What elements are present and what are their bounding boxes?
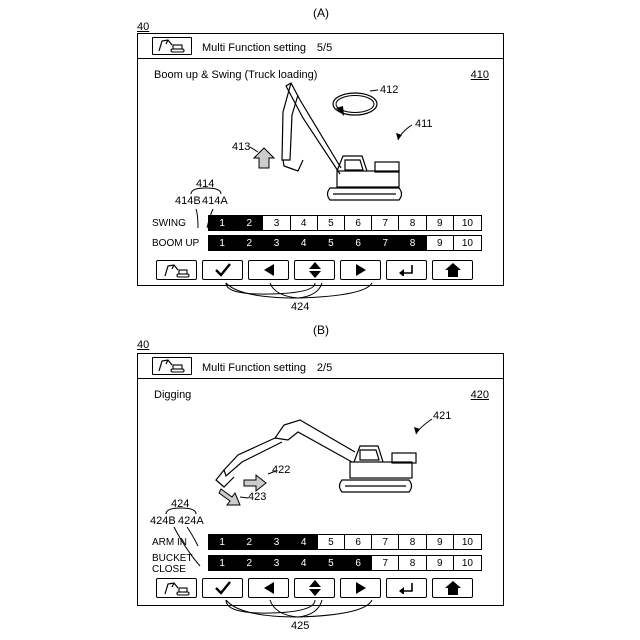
level-cell[interactable]: 5 <box>318 556 345 570</box>
row-label-arm-in: ARM IN <box>152 537 187 548</box>
home-icon <box>445 581 461 595</box>
level-cell[interactable]: 4 <box>291 535 318 549</box>
ref-424b: 424B <box>150 515 176 527</box>
arrow-left-icon <box>263 582 275 594</box>
ref-424: 424 <box>171 498 189 510</box>
level-cell[interactable]: 10 <box>454 556 481 570</box>
level-cell[interactable]: 3 <box>263 535 290 549</box>
check-button[interactable] <box>202 578 243 598</box>
ref-424a: 424A <box>178 515 204 527</box>
level-cell[interactable]: 9 <box>427 535 454 549</box>
ref-422: 422 <box>272 464 290 476</box>
up-down-button[interactable] <box>294 578 335 598</box>
arrow-left-button[interactable] <box>248 578 289 598</box>
level-cell[interactable]: 2 <box>236 556 263 570</box>
ref-425-nav: 425 <box>291 620 309 632</box>
return-button[interactable] <box>386 578 427 598</box>
panel-b-navbar <box>156 578 473 598</box>
return-icon <box>398 582 416 594</box>
arm-in-arrow <box>244 475 266 491</box>
ref-423: 423 <box>248 491 266 503</box>
row-label-bucket-close-line1: BUCKET <box>152 553 193 564</box>
home-button[interactable] <box>432 578 473 598</box>
level-cell[interactable]: 1 <box>209 556 236 570</box>
arrow-right-button[interactable] <box>340 578 381 598</box>
level-cell[interactable]: 9 <box>427 556 454 570</box>
level-cell[interactable]: 2 <box>236 535 263 549</box>
check-icon <box>215 581 231 595</box>
ref-421: 421 <box>433 410 451 422</box>
level-cell[interactable]: 8 <box>399 556 426 570</box>
arrow-right-icon <box>355 582 367 594</box>
level-cell[interactable]: 6 <box>345 556 372 570</box>
arm-in-level-grid[interactable]: 12345678910 <box>208 534 482 550</box>
level-cell[interactable]: 8 <box>399 535 426 549</box>
bucket-close-arrow <box>219 489 240 505</box>
level-cell[interactable]: 5 <box>318 535 345 549</box>
level-cell[interactable]: 7 <box>372 535 399 549</box>
bucket-close-level-grid[interactable]: 12345678910 <box>208 555 482 571</box>
up-down-icon <box>309 580 321 596</box>
level-cell[interactable]: 6 <box>345 535 372 549</box>
excavator-icon <box>160 581 194 596</box>
level-cell[interactable]: 7 <box>372 556 399 570</box>
level-cell[interactable]: 10 <box>454 535 481 549</box>
excavator-button[interactable] <box>156 578 197 598</box>
level-cell[interactable]: 1 <box>209 535 236 549</box>
row-label-bucket-close-line2: CLOSE <box>152 564 186 575</box>
level-cell[interactable]: 4 <box>291 556 318 570</box>
level-cell[interactable]: 3 <box>263 556 290 570</box>
